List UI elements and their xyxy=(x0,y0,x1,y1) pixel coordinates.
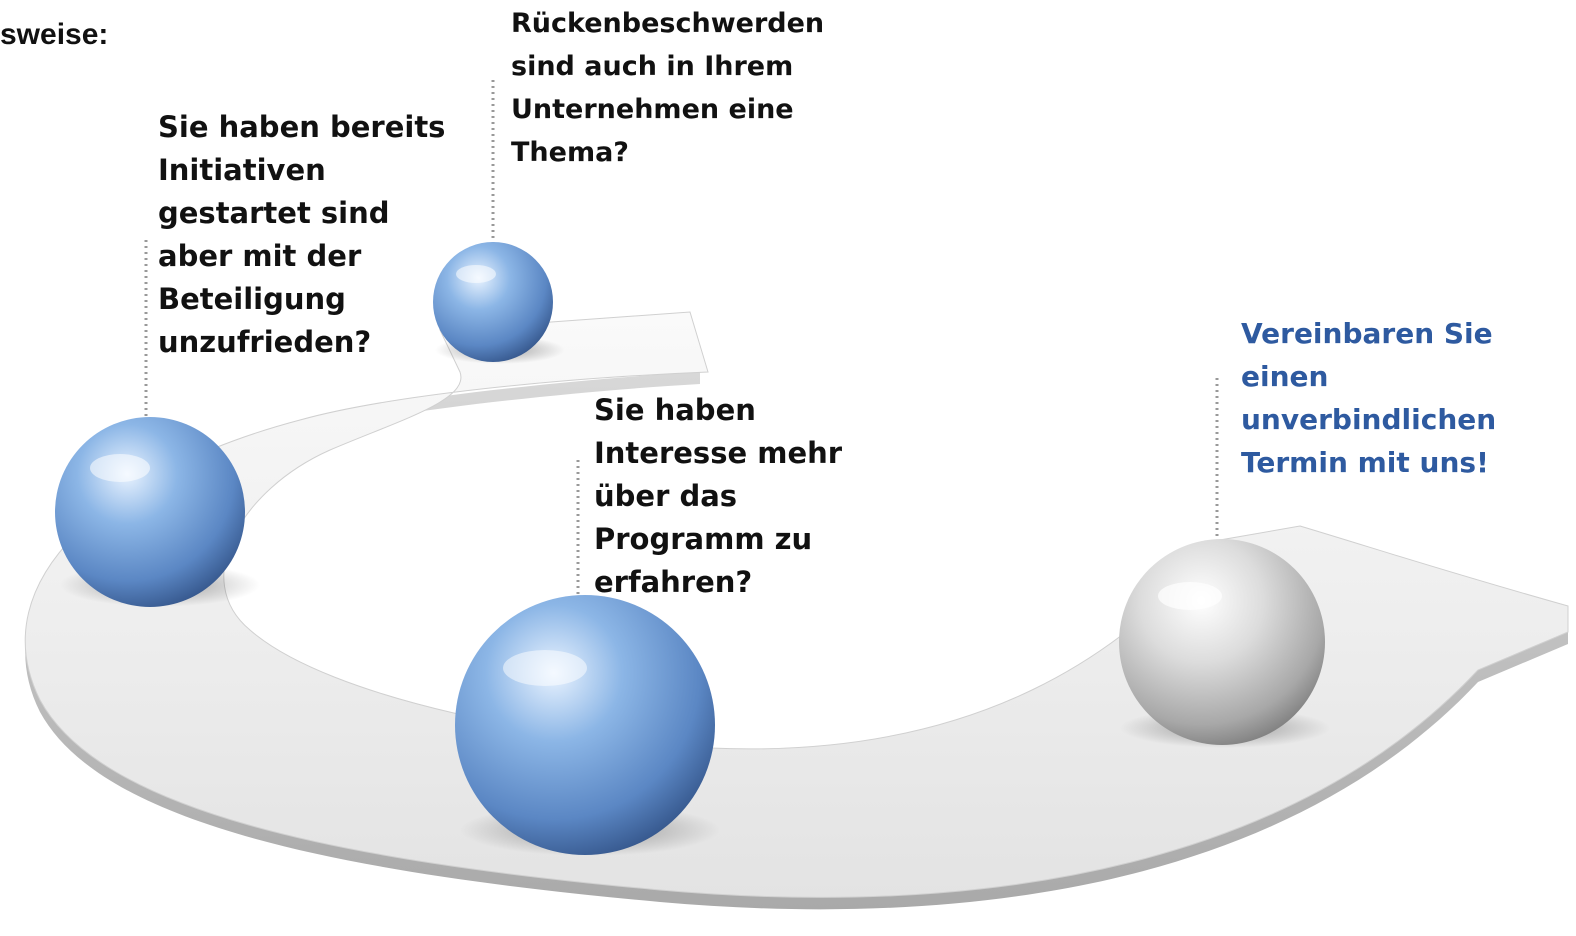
blue-sphere-icon xyxy=(433,242,553,362)
blue-sphere-icon xyxy=(55,417,245,607)
call-to-action-text: Vereinbaren Sie einen unverbindlichen Te… xyxy=(1241,317,1497,479)
step-3-text: Sie haben Interesse mehr über das Progra… xyxy=(594,393,843,599)
silver-sphere-icon xyxy=(1119,539,1325,745)
blue-sphere-icon xyxy=(455,595,715,855)
heading-fragment: sweise: xyxy=(0,18,109,51)
step-2-text: Rückenbeschwerden sind auch in Ihrem Unt… xyxy=(511,8,825,168)
step-1-text: Sie haben bereits Initiativen gestartet … xyxy=(158,110,446,359)
